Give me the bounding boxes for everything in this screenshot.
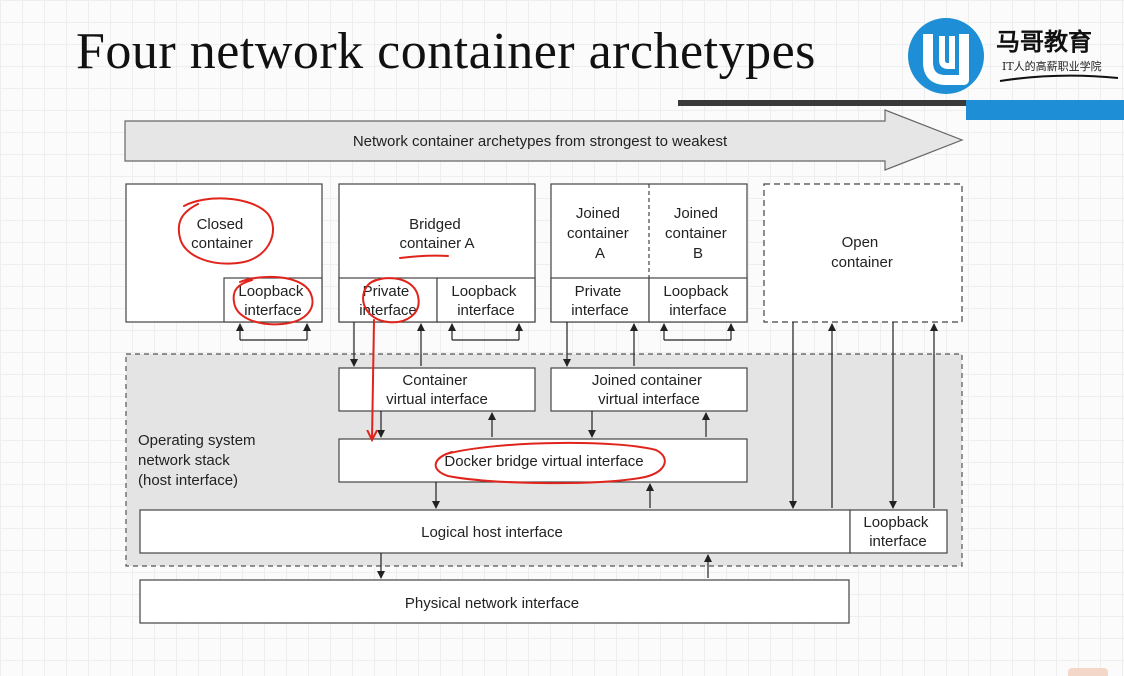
- brand-logo: 马哥教育 IT人的高薪职业学院: [904, 14, 1120, 98]
- host-loopback-label: Loopback interface: [863, 514, 932, 550]
- bridged-loopback-interface: [436, 277, 536, 323]
- container-virtual-interface: [338, 367, 536, 412]
- host-loopback-interface: [849, 509, 948, 554]
- joined-private-interface: [550, 277, 650, 323]
- docker-bridge-virtual-interface: [338, 438, 748, 483]
- brand-slogan: IT人的高薪职业学院: [1002, 60, 1102, 73]
- annotation-circle-closed: [177, 197, 274, 265]
- bridged-private-label: Private interface: [359, 283, 417, 319]
- brand-name: 马哥教育: [996, 28, 1092, 56]
- joined-virtual-label: Joined container virtual interface: [592, 372, 706, 408]
- joined-loopback-interface: [648, 277, 748, 323]
- annotation-underline-bridged: [399, 254, 449, 259]
- strength-arrow: [124, 109, 964, 171]
- closed-loopback-label: Loopback interface: [238, 283, 307, 319]
- joined-container-virtual-interface: [550, 367, 748, 412]
- title-rule-dark: [678, 100, 966, 106]
- container-virtual-label: Container virtual interface: [386, 372, 488, 408]
- brand-underline: [999, 74, 1119, 82]
- logical-host-label: Logical host interface: [421, 524, 563, 541]
- joined-container-b-label: Joined container B: [665, 205, 731, 262]
- joined-container-a-label: Joined container A: [567, 205, 633, 262]
- bridged-container-label: Bridged container A: [399, 216, 474, 252]
- bridged-loopback-label: Loopback interface: [451, 283, 520, 319]
- closed-container-label: Closed container: [191, 216, 253, 252]
- bridged-private-interface: [338, 277, 438, 323]
- title-rule-blue: [966, 100, 1124, 120]
- red-annotations: [177, 197, 666, 485]
- host-stack-label: Operating system network stack (host int…: [138, 432, 260, 489]
- annotation-circle-private: [362, 277, 420, 324]
- annotation-circle-docker-bridge: [434, 441, 666, 485]
- docker-bridge-label: Docker bridge virtual interface: [444, 453, 643, 470]
- strength-arrow-label: Network container archetypes from strong…: [353, 133, 728, 150]
- open-container: [763, 183, 963, 323]
- open-container-label: Open container: [831, 234, 893, 271]
- logical-host-interface: [139, 509, 851, 554]
- annotation-red-arrow: [372, 319, 374, 440]
- joined-loopback-label: Loopback interface: [663, 283, 732, 319]
- brand-badge-icon: [908, 18, 984, 94]
- slide-title: Four network container archetypes: [76, 23, 816, 80]
- physical-network-interface: [139, 579, 850, 624]
- annotation-circle-loopback: [232, 275, 314, 326]
- joined-private-label: Private interface: [571, 283, 629, 319]
- corner-mark: [1068, 668, 1108, 676]
- physical-network-label: Physical network interface: [405, 595, 579, 612]
